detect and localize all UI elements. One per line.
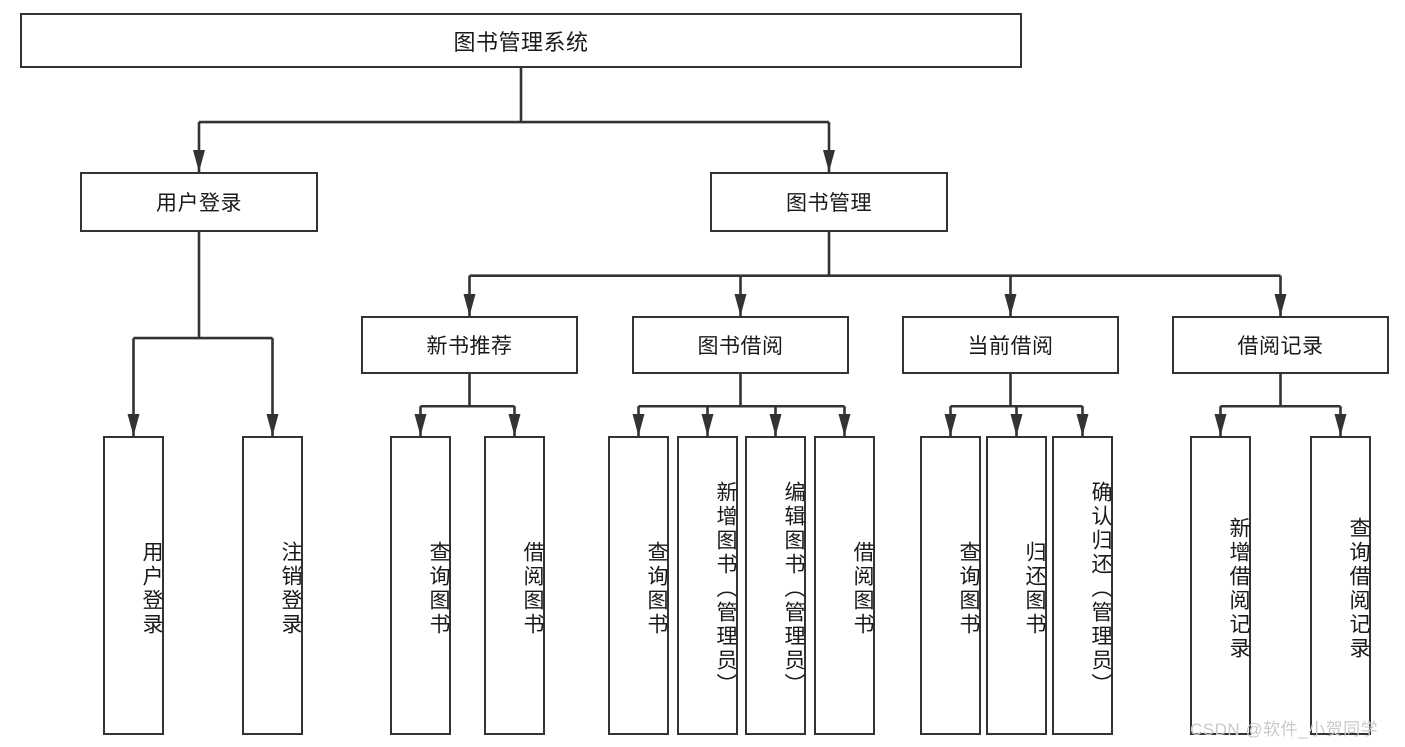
node-leaf-query-book-cur[interactable]: 查询图书: [920, 436, 981, 735]
node-leaf-add-record[interactable]: 新增借阅记录: [1190, 436, 1251, 735]
node-book-borrow[interactable]: 图书借阅: [632, 316, 849, 374]
node-leaf-borrow-book-rec-label: 借阅图书: [521, 540, 544, 637]
node-leaf-user-login[interactable]: 用户登录: [103, 436, 164, 735]
node-leaf-return-book[interactable]: 归还图书: [986, 436, 1047, 735]
node-leaf-logout-label: 注销登录: [279, 540, 302, 637]
node-borrow-record[interactable]: 借阅记录: [1172, 316, 1389, 374]
node-leaf-query-record-label: 查询借阅记录: [1347, 516, 1370, 661]
node-leaf-logout[interactable]: 注销登录: [242, 436, 303, 735]
node-book-manage-label: 图书管理: [786, 192, 872, 215]
node-leaf-add-book-label: 新增图书（管理员）: [714, 480, 737, 697]
node-leaf-borrow-book-label: 借阅图书: [851, 540, 874, 637]
node-book-manage[interactable]: 图书管理: [710, 172, 948, 232]
node-leaf-query-record[interactable]: 查询借阅记录: [1310, 436, 1371, 735]
node-root[interactable]: 图书管理系统: [20, 13, 1022, 68]
node-user-login[interactable]: 用户登录: [80, 172, 318, 232]
node-leaf-query-book-borrow-label: 查询图书: [645, 540, 668, 637]
node-leaf-edit-book[interactable]: 编辑图书（管理员）: [745, 436, 806, 735]
node-leaf-query-book-cur-label: 查询图书: [957, 540, 980, 637]
node-current-borrow[interactable]: 当前借阅: [902, 316, 1119, 374]
node-root-label: 图书管理系统: [453, 29, 589, 55]
node-leaf-return-book-label: 归还图书: [1023, 540, 1046, 637]
node-book-borrow-label: 图书借阅: [697, 335, 784, 358]
node-leaf-confirm-return[interactable]: 确认归还（管理员）: [1052, 436, 1113, 735]
node-leaf-query-book-rec-label: 查询图书: [427, 540, 450, 637]
node-new-book-rec[interactable]: 新书推荐: [361, 316, 578, 374]
node-new-book-rec-label: 新书推荐: [426, 335, 513, 358]
node-leaf-query-book-borrow[interactable]: 查询图书: [608, 436, 669, 735]
node-borrow-record-label: 借阅记录: [1237, 335, 1324, 358]
node-leaf-add-record-label: 新增借阅记录: [1227, 516, 1250, 661]
node-current-borrow-label: 当前借阅: [967, 335, 1054, 358]
node-leaf-confirm-return-label: 确认归还（管理员）: [1089, 480, 1112, 697]
node-leaf-add-book[interactable]: 新增图书（管理员）: [677, 436, 738, 735]
csdn-watermark: CSDN @软件_小贺同学: [1190, 720, 1379, 739]
node-leaf-user-login-label: 用户登录: [140, 540, 163, 637]
node-leaf-query-book-rec[interactable]: 查询图书: [390, 436, 451, 735]
node-leaf-borrow-book[interactable]: 借阅图书: [814, 436, 875, 735]
node-leaf-edit-book-label: 编辑图书（管理员）: [782, 480, 805, 697]
node-user-login-label: 用户登录: [156, 192, 242, 215]
node-leaf-borrow-book-rec[interactable]: 借阅图书: [484, 436, 545, 735]
